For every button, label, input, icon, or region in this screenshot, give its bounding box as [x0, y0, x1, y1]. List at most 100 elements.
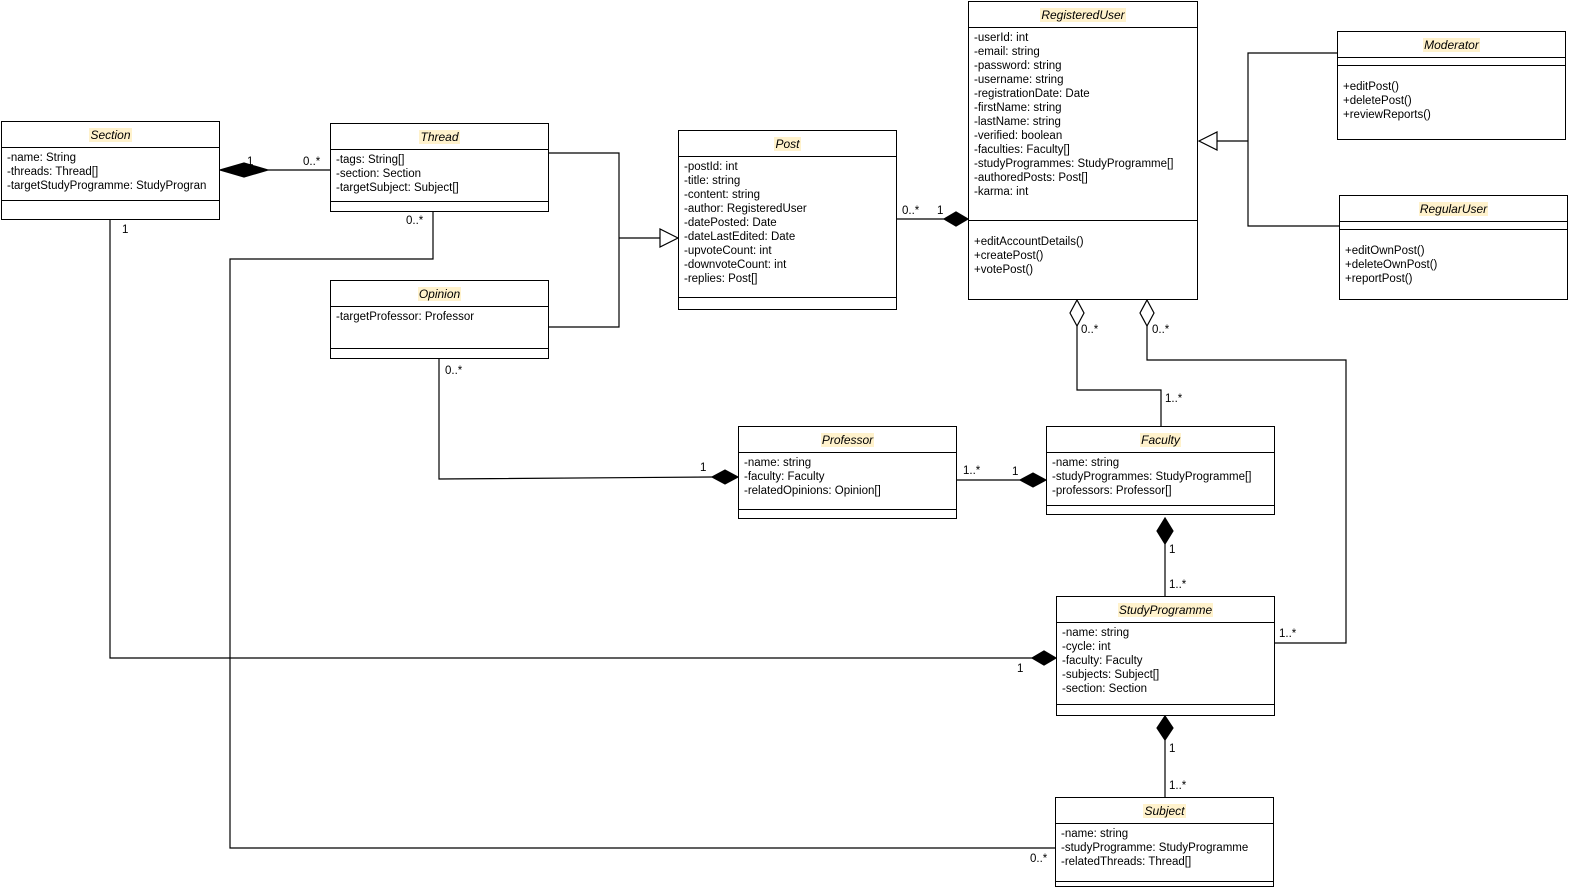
composition-diamond-studyprogramme-bottom	[1156, 714, 1174, 742]
attribute: -userId: int	[974, 32, 1029, 44]
attribute: -studyProgrammes: StudyProgramme[]	[974, 158, 1174, 170]
method: +reviewReports()	[1343, 109, 1431, 121]
attribute: -faculties: Faculty[]	[974, 144, 1070, 156]
composition-diamond-studyprogramme-left	[1030, 650, 1058, 666]
method: +createPost()	[974, 250, 1044, 262]
multiplicity-label: 0..*	[1081, 324, 1099, 336]
methods-section	[2, 201, 219, 207]
attribute: -section: Section	[1062, 683, 1148, 695]
class-studyprogramme[interactable]: StudyProgramme -name: string -cycle: int…	[1056, 596, 1275, 716]
attribute: -name: string	[1052, 457, 1120, 469]
multiplicity-label: 0..*	[406, 215, 424, 227]
class-title: Opinion	[331, 281, 548, 307]
attribute: -firstName: string	[974, 102, 1062, 114]
attribute: -content: string	[684, 189, 761, 201]
attribute: -lastName: string	[974, 116, 1061, 128]
class-moderator[interactable]: Moderator +editPost() +deletePost() +rev…	[1337, 31, 1566, 140]
attribute: -username: string	[974, 74, 1064, 86]
aggregation-line-user-programme	[1146, 326, 1347, 644]
composition-line-opinion-professor	[438, 358, 713, 480]
method: +reportPost()	[1345, 273, 1413, 285]
attribute: -verified: boolean	[974, 130, 1063, 142]
class-title: RegularUser	[1340, 196, 1567, 222]
class-section[interactable]: Section -name: String -threads: Thread[]…	[1, 121, 220, 220]
attribute: -registrationDate: Date	[974, 88, 1090, 100]
attributes-section: -name: string -faculty: Faculty -related…	[739, 453, 956, 510]
attribute: -name: string	[1061, 828, 1129, 840]
aggregation-diamond-user-right	[1139, 298, 1155, 328]
class-registereduser[interactable]: RegisteredUser -userId: int -email: stri…	[968, 1, 1198, 300]
methods-section	[331, 349, 548, 355]
methods-section	[1047, 506, 1274, 512]
attribute: -authoredPosts: Post[]	[974, 172, 1088, 184]
multiplicity-label: 0..*	[303, 156, 321, 168]
attributes-section: -name: string -cycle: int -faculty: Facu…	[1057, 623, 1274, 705]
multiplicity-label: 1	[1169, 743, 1176, 755]
methods-section: +editAccountDetails() +createPost() +vot…	[969, 221, 1197, 280]
class-title: Subject	[1056, 798, 1273, 824]
multiplicity-label: 0..*	[902, 205, 920, 217]
composition-line-section-programme	[109, 220, 1032, 659]
attributes-section	[1338, 58, 1565, 66]
attribute: -studyProgrammes: StudyProgramme[]	[1052, 471, 1252, 483]
attributes-section: -targetProfessor: Professor	[331, 307, 548, 349]
method: +editAccountDetails()	[974, 236, 1084, 248]
class-title: Professor	[739, 427, 956, 453]
class-title: Post	[679, 131, 896, 157]
methods-section	[679, 298, 896, 304]
class-professor[interactable]: Professor -name: string -faculty: Facult…	[738, 426, 957, 519]
attribute: -subjects: Subject[]	[1062, 669, 1160, 681]
composition-diamond-registereduser	[942, 211, 970, 227]
multiplicity-label: 1	[1012, 466, 1019, 478]
attribute: -dateLastEdited: Date	[684, 231, 796, 243]
attribute: -professors: Professor[]	[1052, 485, 1172, 497]
attributes-section: -name: String -threads: Thread[] -target…	[2, 148, 219, 201]
class-post[interactable]: Post -postId: int -title: string -conten…	[678, 130, 897, 310]
class-subject[interactable]: Subject -name: string -studyProgramme: S…	[1055, 797, 1274, 887]
multiplicity-label: 1	[247, 156, 254, 168]
methods-section: +editPost() +deletePost() +reviewReports…	[1338, 66, 1565, 125]
composition-diamond-section	[217, 162, 271, 178]
aggregation-line-user-faculty	[1076, 326, 1162, 426]
attributes-section: -tags: String[] -section: Section -targe…	[331, 150, 548, 202]
class-thread[interactable]: Thread -tags: String[] -section: Section…	[330, 123, 549, 212]
attribute: -targetSubject: Subject[]	[336, 182, 459, 194]
multiplicity-label: 1..*	[1169, 579, 1187, 591]
attributes-section: -name: string -studyProgrammes: StudyPro…	[1047, 453, 1274, 506]
attribute: -targetStudyProgramme: StudyProgran	[7, 180, 207, 192]
attribute: -downvoteCount: int	[684, 259, 787, 271]
class-faculty[interactable]: Faculty -name: string -studyProgrammes: …	[1046, 426, 1275, 515]
multiplicity-label: 1	[1017, 663, 1024, 675]
generalization-line-moderator	[1247, 52, 1337, 141]
multiplicity-label: 0..*	[1030, 853, 1048, 865]
generalization-line-thread	[549, 152, 620, 238]
multiplicity-label: 1..*	[1279, 628, 1297, 640]
attribute: -title: string	[684, 175, 741, 187]
attribute: -faculty: Faculty	[1062, 655, 1143, 667]
class-title: Thread	[331, 124, 548, 150]
attribute: -name: String	[7, 152, 77, 164]
composition-diamond-faculty-bottom	[1156, 516, 1174, 546]
methods-section	[1056, 882, 1273, 888]
generalization-triangle-post	[659, 228, 680, 248]
generalization-line-opinion	[549, 238, 620, 328]
multiplicity-label: 0..*	[1152, 324, 1170, 336]
attributes-section	[1340, 222, 1567, 230]
attribute: -password: string	[974, 60, 1062, 72]
generalization-triangle-registereduser	[1197, 131, 1218, 151]
attribute: -name: string	[744, 457, 812, 469]
aggregation-diamond-user-left	[1069, 298, 1085, 328]
method: +deleteOwnPost()	[1345, 259, 1438, 271]
attribute: -section: Section	[336, 168, 422, 180]
attributes-section: -postId: int -title: string -content: st…	[679, 157, 896, 298]
multiplicity-label: 1	[700, 462, 707, 474]
attribute: -relatedOpinions: Opinion[]	[744, 485, 881, 497]
class-opinion[interactable]: Opinion -targetProfessor: Professor	[330, 280, 549, 359]
class-title: Moderator	[1338, 32, 1565, 58]
class-title: Section	[2, 122, 219, 148]
multiplicity-label: 0..*	[445, 365, 463, 377]
methods-section	[1057, 705, 1274, 711]
method: +editOwnPost()	[1345, 245, 1425, 257]
class-regularuser[interactable]: RegularUser +editOwnPost() +deleteOwnPos…	[1339, 195, 1568, 300]
generalization-line-regularuser	[1247, 141, 1339, 227]
